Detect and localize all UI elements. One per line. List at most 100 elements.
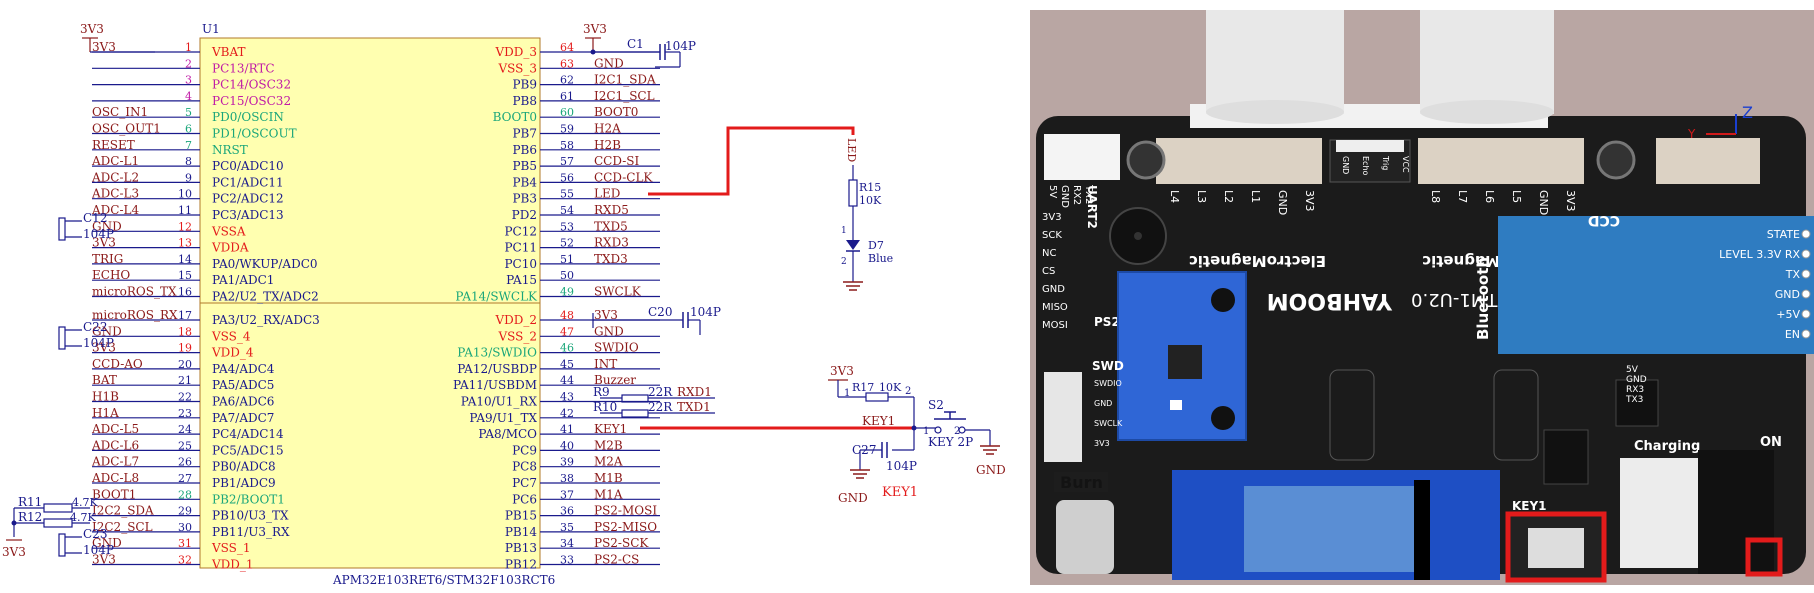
cap-c12-value: 104P [83, 227, 114, 241]
net-label-61: I2C1_SCL [594, 89, 655, 103]
net-label-9: ADC-L2 [91, 170, 139, 184]
net-label-18: GND [92, 324, 122, 338]
chip-part-name: APM32E103RET6/STM32F103RCT6 [332, 573, 555, 587]
pin-name-38: PC7 [512, 476, 537, 490]
key-caption: KEY1 [882, 485, 918, 500]
pin-number-35: 35 [560, 521, 574, 534]
pin-name-51: PC10 [504, 257, 537, 271]
pin-number-43: 43 [560, 391, 574, 404]
on-label: ON [1760, 435, 1782, 450]
net-rxd1: RXD1 [677, 385, 712, 399]
swd-pins-0: SWDIO [1094, 379, 1122, 388]
net-label-47: GND [594, 324, 624, 338]
pin-name-41: PA8/MCO [478, 427, 537, 441]
pin-number-62: 62 [560, 74, 574, 87]
pin-name-59: PB7 [512, 127, 537, 141]
pin-number-49: 49 [560, 286, 574, 299]
pin-number-5: 5 [185, 106, 192, 119]
pin-number-3: 3 [185, 74, 192, 87]
pin-number-18: 18 [178, 325, 192, 338]
bluetooth-pin-dot [1801, 229, 1811, 239]
hdr-top-5: 3V3 [1303, 190, 1316, 212]
pin-number-50: 50 [560, 269, 574, 282]
key-r-pin1: 1 [844, 388, 850, 399]
key1-highlight [1505, 511, 1607, 583]
pin-name-57: PB5 [512, 159, 537, 173]
pin-number-29: 29 [178, 505, 192, 518]
pin-number-48: 48 [560, 309, 574, 322]
cap-c1-ref: C1 [627, 37, 644, 51]
pin-number-51: 51 [560, 253, 574, 266]
led-net-label: LED [845, 138, 858, 162]
em-label: ElectroMagnetic [1189, 252, 1326, 270]
net-label-5: OSC_IN1 [92, 105, 148, 119]
pin-number-38: 38 [560, 472, 574, 485]
res-r12-value: 4.7K [70, 511, 96, 524]
pin-number-27: 27 [178, 472, 192, 485]
net-label-56: CCD-CLK [594, 170, 653, 184]
led-color: Blue [868, 252, 893, 265]
pin-number-44: 44 [560, 374, 574, 387]
ps2-pins-6: MOSI [1042, 320, 1068, 331]
net-label-27: ADC-L8 [91, 471, 139, 485]
switch-pin1: 1 [923, 426, 929, 437]
pin-name-43: PA10/U1_RX [461, 395, 538, 409]
res-r17-value: 10K [879, 381, 902, 394]
pin-name-18: VSS_4 [211, 329, 251, 343]
net-label-37: M1A [594, 487, 623, 501]
rx3-pins-0: 5V [1626, 365, 1639, 375]
res-r15-value: 10K [859, 194, 882, 207]
net-label-53: TXD5 [594, 219, 628, 233]
pin-name-26: PB0/ADC8 [212, 460, 276, 474]
hdr-top2-1: L7 [1456, 190, 1469, 203]
pin-name-36: PB15 [505, 509, 537, 523]
bt-pins-5: EN [1785, 328, 1800, 341]
pin-number-16: 16 [178, 286, 192, 299]
ps2-pins-1: SCK [1042, 230, 1062, 241]
pin-number-33: 33 [560, 554, 574, 567]
bluetooth-pin-dot [1801, 329, 1811, 339]
pin-number-45: 45 [560, 358, 574, 371]
key-r-pin2: 2 [905, 386, 911, 397]
led-pin1: 1 [841, 226, 847, 236]
hdr-top-2: L2 [1222, 190, 1235, 203]
pin-name-6: PD1/OSCOUT [212, 127, 297, 141]
bluetooth-pin-dot [1801, 309, 1811, 319]
pin-number-4: 4 [185, 90, 192, 103]
pin-number-37: 37 [560, 488, 574, 501]
net-label-17: microROS_RX [92, 308, 178, 322]
net-label-49: SWCLK [594, 285, 642, 299]
key-supply: 3V3 [830, 364, 854, 378]
pin-number-31: 31 [178, 537, 192, 550]
cap-c22-ref: C22 [83, 320, 107, 334]
net-label-15: ECHO [92, 268, 130, 282]
pin-name-16: PA2/U2_TX/ADC2 [212, 290, 319, 304]
net-label-38: M1B [594, 471, 623, 485]
pin-name-23: PA7/ADC7 [212, 411, 274, 425]
res-r15-ref: R15 [859, 181, 881, 194]
pin-number-1: 1 [185, 41, 192, 54]
pin-name-20: PA4/ADC4 [212, 362, 275, 376]
uart2-label: UART2 [1085, 185, 1099, 229]
net-label-28: BOOT1 [92, 487, 136, 501]
ultra-labels-1: Echo [1361, 156, 1370, 176]
net-label-26: ADC-L7 [91, 455, 139, 469]
net-label-14: TRIG [92, 252, 123, 266]
net-label-58: H2B [594, 138, 621, 152]
pin-number-7: 7 [185, 139, 192, 152]
pin-number-36: 36 [560, 505, 574, 518]
hdr-top-1: L3 [1195, 190, 1208, 203]
net-label-40: M2B [594, 438, 623, 452]
ps2-pins-4: GND [1042, 284, 1065, 295]
net-label-1: 3V3 [92, 40, 116, 54]
hdr-top2-5: 3V3 [1564, 190, 1577, 212]
